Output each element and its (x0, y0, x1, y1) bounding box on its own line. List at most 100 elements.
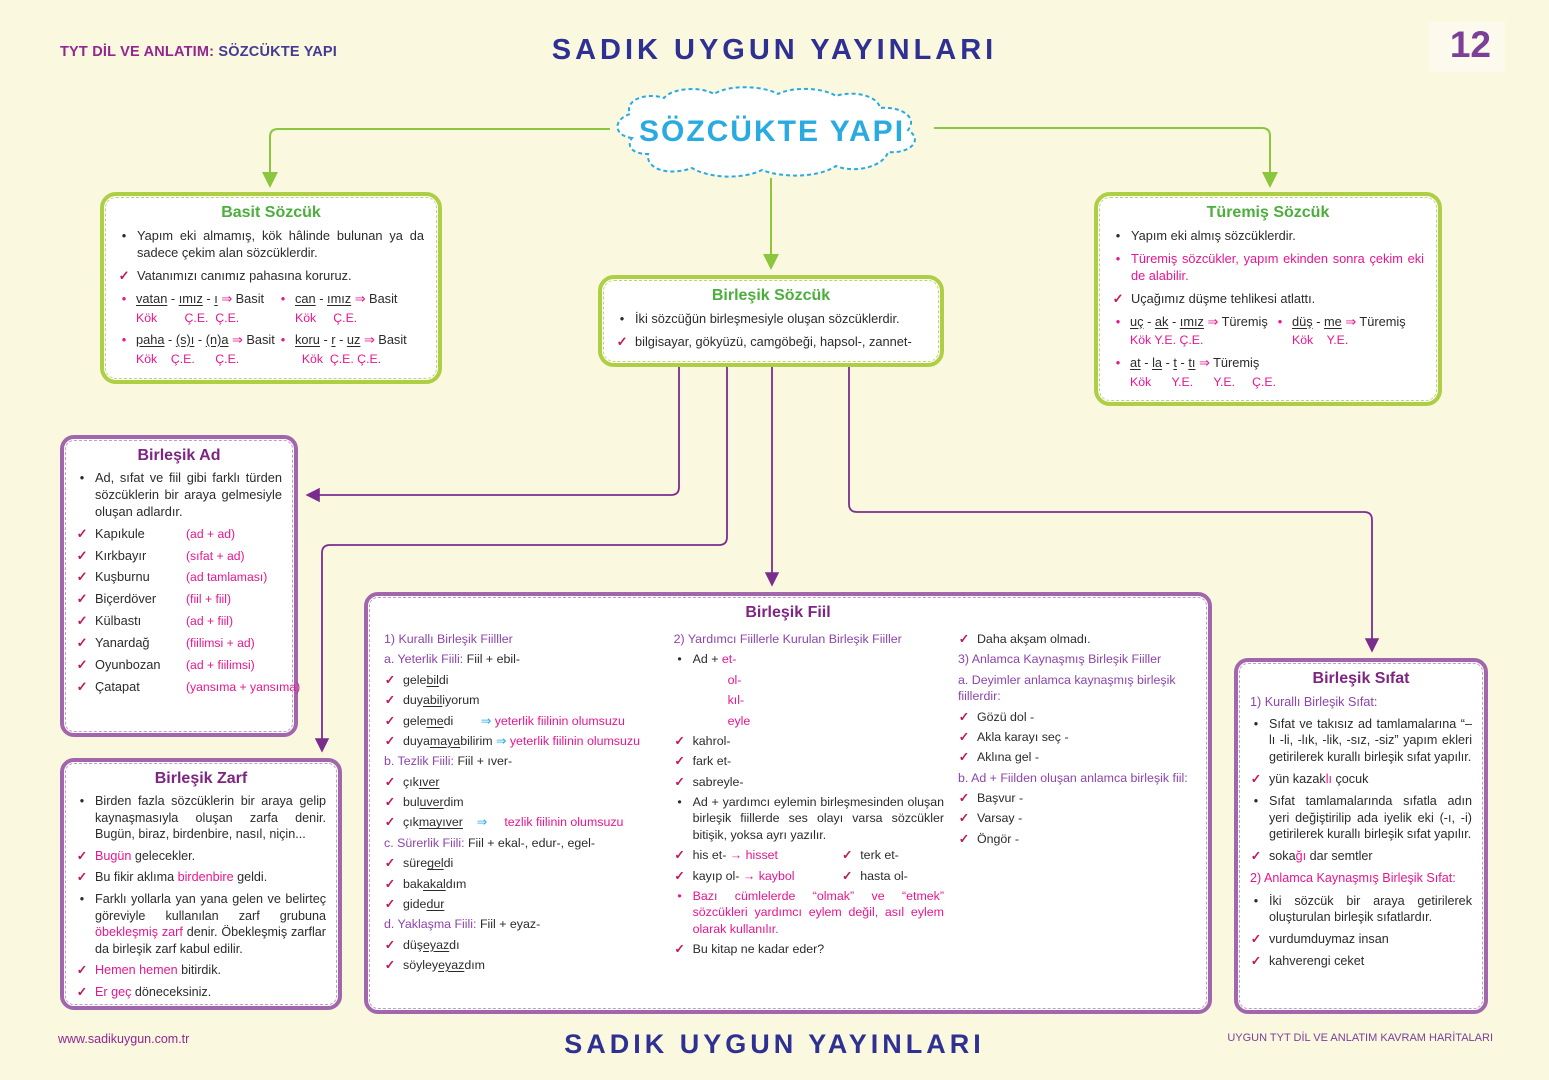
check-line: ✓Gözü dol - (958, 709, 1192, 725)
check-text: hasta ol- (860, 868, 908, 883)
bullet-line: •Sıfat ve takısız ad tamlamalarına “–lı … (1250, 716, 1472, 766)
check-line: ✓Bu kitap ne kadar eder? (674, 941, 944, 957)
h-line: c. Sürerlik Fiili: Fiil + ekal-, edur-, … (384, 835, 660, 851)
check-marker: ✓ (76, 525, 88, 541)
bullet-marker: • (79, 794, 85, 808)
text-content: kıl- (727, 693, 745, 708)
check-marker: ✓ (674, 733, 685, 748)
text-content: Bugün gelecekler. (95, 848, 196, 863)
text-content: süregeldi (403, 856, 454, 871)
check-line: ✓söyleyeyazdım (384, 957, 660, 973)
birlesik-ad-content: •Ad, sıfat ve fiil gibi farklı türden sö… (76, 470, 301, 696)
text-content: Uçağımız düşme tehlikesi atlattı. (1131, 290, 1316, 306)
formation-note: (fiil + fiil) (186, 592, 232, 607)
check-marker: ✓ (958, 709, 970, 724)
compound-word: Biçerdöver (95, 591, 157, 607)
bullet-marker: • (1115, 228, 1121, 243)
check-marker: ✓ (384, 958, 396, 972)
check-marker: ✓ (76, 591, 88, 607)
text-content: bakakaldım (403, 876, 467, 891)
bullet-marker: • (619, 311, 625, 326)
bullet-marker: • (677, 652, 682, 667)
text-content: gelemedi ⇒ yeterlik fiilinin olumsuzu (403, 713, 625, 728)
footer-website: www.sadikuygun.com.tr (58, 1032, 190, 1046)
bullet-marker: • (677, 795, 682, 809)
check-line: ✓Vatanımızı canımız pahasına koruruz. (118, 268, 424, 285)
text-content: eyle (727, 713, 751, 728)
text-content: Daha akşam olmadı. (976, 632, 1091, 646)
check-marker: ✓ (384, 815, 396, 830)
text-content: Başvur - (976, 791, 1024, 805)
check-line: ✓kahverengi ceket (1250, 953, 1472, 970)
text-content: sabreyle- (692, 774, 744, 789)
check-line: ✓kahrol- (674, 733, 944, 749)
text-content: çıkmayıver ⇒ tezlik fiilinin olumsuzu (403, 815, 624, 830)
text-content: Vatanımızı canımız pahasına koruruz. (137, 267, 352, 283)
turemis-sozcuk-content: •Yapım eki almış sözcüklerdir.•Türemiş s… (1112, 228, 1424, 390)
check-marker: ✓ (76, 569, 88, 585)
text-content: düşeyazdı (403, 937, 460, 952)
birlesik-sozcuk-box: Birleşik Sözcük •İki sözcüğün birleşmesi… (598, 275, 944, 367)
check-item: ✓his et- → hisset (674, 847, 842, 863)
check-line: ✓gelebildi (384, 672, 660, 688)
check-marker: ✓ (76, 848, 88, 863)
bullet-marker: • (1115, 354, 1121, 370)
text-content: duyamayabilirim ⇒ yeterlik fiilinin olum… (403, 733, 640, 748)
birlesik-fiil-title: Birleşik Fiil (745, 604, 831, 621)
check-line: ✓Uçağımız düşme tehlikesi atlattı. (1112, 291, 1424, 308)
check-marker: ✓ (384, 896, 396, 911)
text-content: Ad, sıfat ve fiil gibi farklı türden söz… (95, 470, 282, 519)
check-marker: ✓ (958, 831, 970, 846)
cloud-outline (616, 86, 916, 178)
check2-line: ✓kayıp ol- → kaybol✓ hasta ol- (674, 868, 944, 884)
bullet-marker: • (677, 888, 682, 903)
bullet-line: •Ad + yardımcı eylemin birleşmesinden ol… (674, 794, 944, 843)
check-marker: ✓ (384, 795, 396, 809)
text-content: Yapım eki almamış, kök hâlinde bulunan y… (137, 228, 424, 260)
item-line: ✓ Biçerdöver (fiil + fiil) (76, 591, 282, 608)
check-marker: ✓ (674, 774, 685, 789)
birlesik-fiil-box: Birleşik Fiil 1) Kurallı Birleşik Fiilll… (364, 592, 1212, 1014)
check-line: ✓bilgisayar, gökyüzü, camgöbeği, hapsol-… (616, 334, 926, 351)
check-line: ✓yün kazaklı çocuk (1250, 771, 1472, 788)
basit-sozcuk-box: Basit Sözcük •Yapım eki almamış, kök hâl… (100, 192, 442, 384)
bullet-line: •Sıfat tamlamalarında sıfatla adın yeri … (1250, 793, 1472, 843)
check-line: ✓süregeldi (384, 855, 660, 871)
birlesik-zarf-content: •Birden fazla sözcüklerin bir araya geli… (76, 793, 326, 1001)
check-marker: ✓ (958, 811, 970, 826)
page-number: 12 (1449, 24, 1491, 65)
check-item: ✓kayıp ol- → kaybol (674, 868, 842, 884)
check-line: ✓gelemedi ⇒ yeterlik fiilinin olumsuzu (384, 713, 660, 729)
check-line: ✓Daha akşam olmadı. (958, 631, 1192, 647)
check-marker: ✓ (842, 868, 853, 883)
check-marker: ✓ (76, 635, 88, 651)
check-text: kayıp ol- → kaybol (692, 868, 795, 883)
bullet-line: •Ad, sıfat ve fiil gibi farklı türden sö… (76, 470, 282, 521)
h-line: d. Yaklaşma Fiili: Fiil + eyaz- (384, 916, 660, 932)
check-marker: ✓ (616, 333, 628, 349)
check-line: ✓ sabreyle- (674, 774, 944, 790)
bullet-marker: • (280, 331, 286, 347)
bullet-line: •İki sözcük bir araya getirilerek oluştu… (1250, 893, 1472, 926)
h-line: 3) Anlamca Kaynaşmış Birleşik Fiiller (958, 651, 1192, 667)
check-line: ✓fark et- (674, 753, 944, 769)
text-content: d. Yaklaşma Fiili: Fiil + eyaz- (384, 917, 541, 932)
bullet-marker: • (121, 331, 127, 347)
turemis-sozcuk-title: Türemiş Sözcük (1206, 204, 1330, 221)
morpheme-labels: Kök Ç.E. Ç.E. (136, 351, 240, 366)
text-content: 2) Yardımcı Fiillerle Kurulan Birleşik F… (673, 632, 902, 646)
text-content: kahverengi ceket (1269, 954, 1365, 969)
morpheme-labels: Kök Y.E. Ç.E. (1130, 333, 1204, 348)
compound-word: Kuşburnu (95, 569, 150, 585)
birlesik-ad-title: Birleşik Ad (137, 447, 221, 464)
check-line: ✓bakakaldım (384, 876, 660, 892)
birlesik-sozcuk-title: Birleşik Sözcük (711, 287, 831, 304)
text-content: duyabiliyorum (403, 693, 480, 708)
bullet-marker: • (1115, 313, 1121, 329)
check-marker: ✓ (674, 754, 685, 769)
